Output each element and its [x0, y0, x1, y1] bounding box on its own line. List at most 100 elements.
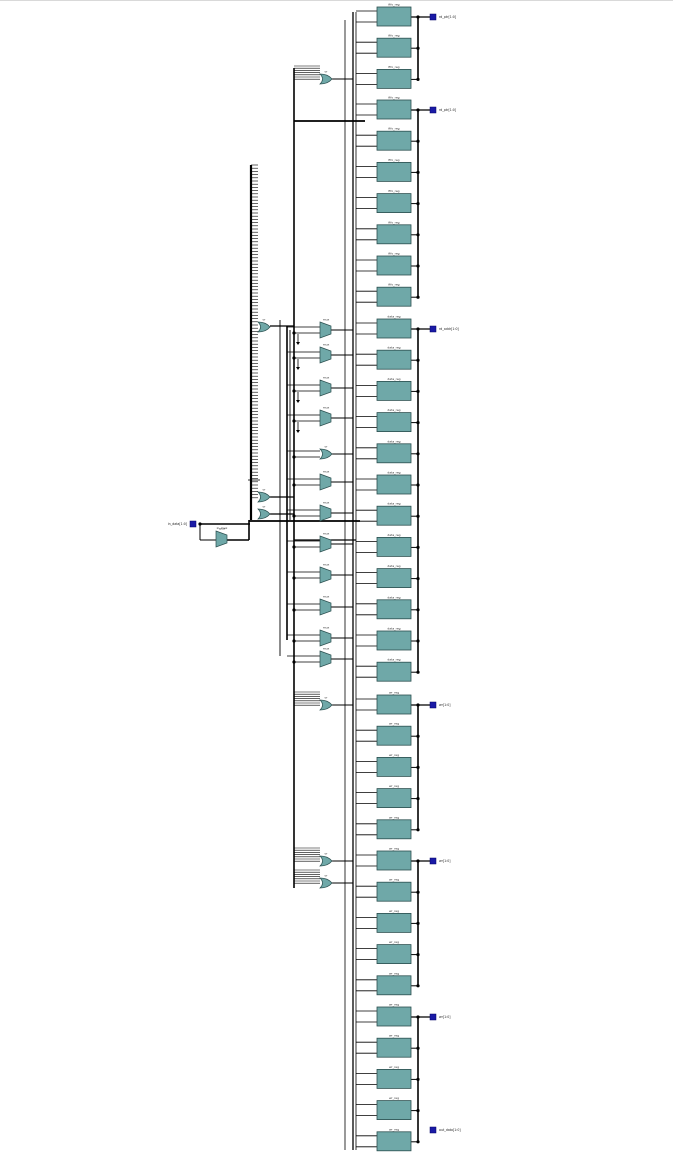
register-cell: [376, 6, 412, 27]
output-port-icon: [429, 1126, 437, 1134]
output-port-icon: [429, 325, 437, 333]
register-cell: [376, 130, 412, 151]
register-label: wr_reg: [389, 1065, 399, 1069]
gate-label: or: [324, 445, 328, 449]
mux-label: mux: [323, 532, 330, 536]
gate-label: or: [262, 505, 266, 509]
register-label: wr_reg: [389, 753, 399, 757]
input-mux-cell: [215, 530, 228, 548]
mux-select-junction: [292, 545, 296, 549]
register-cell: [376, 661, 412, 682]
mux-label: mux: [323, 406, 330, 410]
register-label: fifo_reg: [388, 3, 399, 7]
gate-label: or: [262, 318, 266, 322]
mux-cell: [319, 598, 332, 616]
register-cell: [376, 725, 412, 746]
mux-cell: [319, 409, 332, 427]
register-label: fifo_reg: [388, 34, 399, 38]
register-label: data_reg: [387, 564, 400, 568]
register-label: wr_reg: [389, 722, 399, 726]
register-cell: [376, 630, 412, 651]
port-label: out_data[1:0]: [439, 1128, 461, 1132]
register-label: wr_reg: [389, 784, 399, 788]
register-cell: [376, 568, 412, 588]
output-port-icon: [429, 1013, 437, 1021]
register-cell: [376, 1069, 412, 1089]
arrow-icon: [296, 367, 300, 370]
register-cell: [376, 881, 412, 902]
register-cell: [376, 944, 412, 964]
gate-label: or: [262, 488, 266, 492]
register-label: data_reg: [387, 471, 400, 475]
register-label: wr_reg: [389, 847, 399, 851]
register-cell: [376, 349, 412, 370]
mux-select-junction: [292, 455, 296, 459]
mux-label: mux: [323, 501, 330, 505]
mux-label: mux: [323, 647, 330, 651]
register-cell: [376, 975, 412, 996]
mux-label: mux: [323, 376, 330, 380]
gate-label: or: [324, 852, 328, 856]
mux-select-junction: [292, 389, 296, 393]
register-label: fifo_reg: [388, 127, 399, 131]
register-label: data_reg: [387, 439, 400, 443]
mux-select-junction: [292, 514, 296, 518]
mux-cell: [319, 379, 332, 397]
gate-label: or: [324, 70, 328, 74]
register-cell: [376, 99, 412, 120]
register-cell: [376, 318, 412, 339]
register-cell: [376, 380, 412, 401]
register-cell: [376, 537, 412, 557]
mux-select-junction: [292, 331, 296, 335]
register-cell: [376, 757, 412, 777]
register-label: wr_reg: [389, 1127, 399, 1131]
or-gate: [319, 877, 333, 889]
register-cell: [376, 599, 412, 620]
port-label: rd_addr[1:0]: [439, 327, 459, 331]
output-port-icon: [429, 106, 437, 114]
mux-select-junction: [292, 660, 296, 664]
output-port-icon: [429, 701, 437, 709]
register-label: data_reg: [387, 658, 400, 662]
port-label: in_data[1:0]: [168, 522, 187, 526]
mux-select-junction: [292, 576, 296, 580]
mux-label: mux: [323, 563, 330, 567]
port-label: wr[1:0]: [439, 703, 451, 707]
or-gate: [257, 508, 271, 520]
port-label: rd_ptr[1:0]: [439, 108, 456, 112]
register-cell: [376, 443, 412, 464]
arrow-icon: [296, 400, 300, 403]
register-label: wr_reg: [389, 878, 399, 882]
register-label: wr_reg: [389, 940, 399, 944]
register-label: fifo_reg: [388, 65, 399, 69]
mux-select-junction: [292, 356, 296, 360]
register-cell: [376, 850, 412, 871]
register-label: data_reg: [387, 408, 400, 412]
register-cell: [376, 161, 412, 182]
or-gate: [319, 448, 333, 460]
register-label: data_reg: [387, 502, 400, 506]
mux-cell: [319, 504, 332, 522]
wire-layer: [198, 10, 430, 1150]
arrow-icon: [296, 342, 300, 345]
register-cell: [376, 505, 412, 526]
register-label: wr_reg: [389, 691, 399, 695]
cell-layer: fifo_reg fifo_reg fifo_reg fifo_reg fifo_reg…: [215, 3, 412, 1152]
register-label: wr_reg: [389, 971, 399, 975]
mux-label: mux: [219, 527, 226, 531]
arrow-icon: [296, 430, 300, 433]
mux-select-junction: [292, 639, 296, 643]
register-cell: [376, 1131, 412, 1152]
register-cell: [376, 819, 412, 840]
register-label: fifo_reg: [388, 158, 399, 162]
input-port-icon: [189, 520, 197, 528]
register-label: data_reg: [387, 627, 400, 631]
or-gate: [319, 699, 333, 711]
mux-cell: [319, 650, 332, 668]
register-cell: [376, 474, 412, 495]
mux-select-junction: [292, 608, 296, 612]
register-label: fifo_reg: [388, 96, 399, 100]
register-label: data_reg: [387, 533, 400, 537]
input-mux-label: in_mux: [217, 526, 228, 530]
mux-label: mux: [323, 343, 330, 347]
